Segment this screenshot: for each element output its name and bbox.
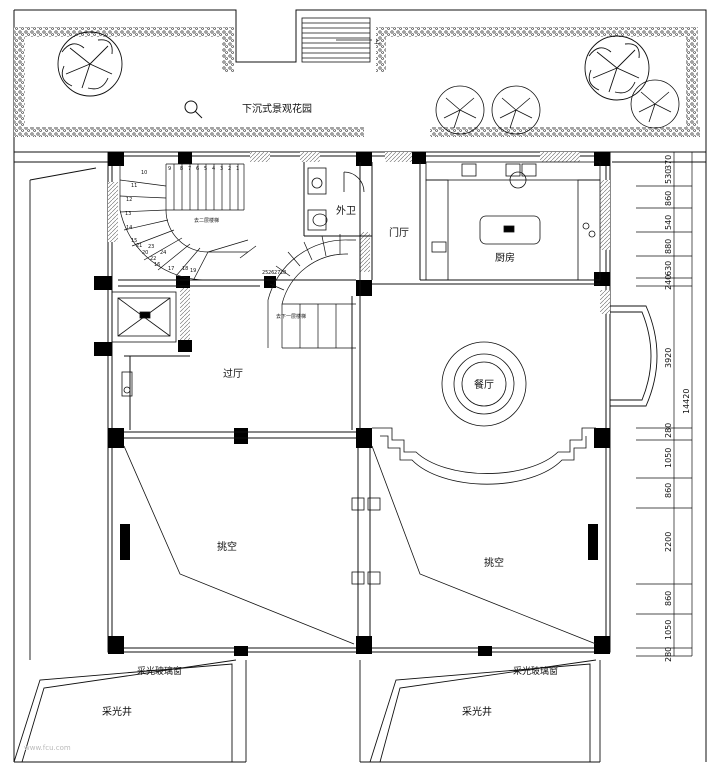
exterior-walls [107, 151, 611, 653]
label-void-left: 挑空 [217, 542, 237, 553]
stair-number: 5 [204, 166, 208, 172]
dimension-bottom-0: 280 [664, 422, 673, 438]
stair-number: 11 [131, 183, 138, 189]
stair-number: 21 [136, 243, 143, 249]
garden-stair [301, 17, 372, 63]
dining-bay-window [610, 305, 658, 407]
interior-walls [118, 162, 600, 636]
stair-number: 15 [131, 238, 138, 244]
dimension-top-6: 240 [664, 274, 673, 290]
stair-number: 16 [154, 262, 161, 268]
stair-number: 10 [141, 170, 148, 176]
label-dining: 餐厅 [474, 376, 494, 391]
label-stair-down: 去下一层楼梯 [276, 314, 307, 320]
elevator-icon [111, 291, 177, 397]
stair-number: 4 [212, 166, 216, 172]
stair-number: 28 [280, 270, 287, 276]
stair-number: 22 [150, 256, 157, 262]
dimension-top-2: 860 [664, 190, 673, 206]
void-columns [351, 497, 381, 585]
label-garden: 下沉式景观花园 [242, 104, 312, 115]
stair-number: 7 [188, 166, 192, 172]
stair-number: 18 [182, 266, 189, 272]
dimension-total: 14420 [682, 388, 691, 414]
tree-icon [584, 35, 650, 101]
dimension-top-5: 630 [664, 260, 673, 276]
stair-up [119, 163, 257, 281]
dimension-middle: 3920 [664, 347, 673, 368]
label-wc: 外卫 [336, 206, 356, 217]
wall-hatching [108, 152, 610, 340]
watermark: www.fcu.com [24, 744, 71, 752]
stair-number: 2 [228, 166, 232, 172]
stair-number: 19 [190, 268, 197, 274]
dimension-bottom-6: 280 [664, 646, 673, 662]
stair-number: 1 [236, 166, 240, 172]
tree-icon [435, 79, 680, 135]
tree-icon [57, 31, 123, 97]
dimension-bottom-4: 860 [664, 590, 673, 606]
label-window-left: 采光玻璃窗 [137, 667, 183, 677]
light-wells [13, 167, 601, 763]
stair-number: 8 [180, 166, 184, 172]
dimension-top-1: 530 [664, 168, 673, 184]
stair-number: 24 [160, 250, 167, 256]
dimension-bottom-2: 860 [664, 482, 673, 498]
label-well-right: 采光井 [462, 707, 492, 718]
stair-number: 3 [220, 166, 224, 172]
dining-curved-step [372, 427, 596, 485]
dimension-bottom-1: 1050 [664, 447, 673, 468]
label-window-right: 采光玻璃窗 [513, 667, 559, 677]
wc-fixtures [307, 167, 365, 231]
dimension-top-4: 880 [664, 238, 673, 254]
label-foyer: 门厅 [389, 228, 409, 239]
dimension-bottom-5: 1050 [664, 619, 673, 640]
void-marks [123, 445, 597, 645]
stair-number: 25 [262, 270, 269, 276]
stair-number: 14 [126, 225, 133, 231]
stair-number: 23 [148, 244, 155, 250]
stair-number: 27 [274, 270, 281, 276]
label-void-right: 挑空 [484, 558, 504, 569]
stair-down [267, 234, 356, 349]
label-hall: 过厅 [223, 369, 243, 380]
label-kitchen: 厨房 [495, 253, 515, 264]
dimension-top-0: 370 [664, 154, 673, 170]
stair-number: 13 [125, 211, 132, 217]
stair-number: 17 [168, 266, 175, 272]
dimension-top-3: 540 [664, 214, 673, 230]
dimension-bottom-3: 2200 [664, 531, 673, 552]
label-stair-up: 去二层楼梯 [194, 218, 220, 224]
stair-number: 6 [196, 166, 200, 172]
dining-table [441, 341, 527, 427]
magnifier-icon [184, 100, 203, 119]
stair-number: 12 [126, 197, 133, 203]
kitchen-counters [425, 161, 601, 281]
garden-shrubs [14, 27, 700, 137]
label-well-left: 采光井 [102, 707, 132, 718]
stair-number: 9 [168, 166, 172, 172]
stair-number: 26 [268, 270, 275, 276]
dimension-lines [636, 152, 693, 657]
stair-number: 20 [142, 250, 149, 256]
label-stair-top-arrow: 上 [374, 39, 381, 46]
